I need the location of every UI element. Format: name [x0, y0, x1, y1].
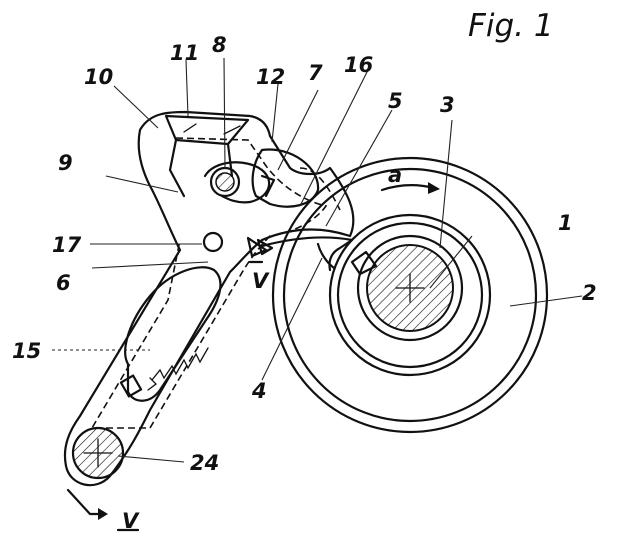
section-marker-top	[246, 236, 268, 264]
label-2: 2	[582, 281, 597, 305]
label-1: 1	[558, 211, 573, 235]
leader-lines	[52, 57, 583, 463]
label-16: 16	[344, 53, 373, 77]
figure-title: Fig. 1	[468, 8, 554, 44]
label-12: 12	[256, 65, 285, 89]
section-marker-bottom	[66, 488, 108, 520]
label-6: 6	[56, 271, 71, 295]
hub-3	[350, 234, 464, 342]
label-8: 8	[212, 33, 227, 57]
wheel-2	[271, 156, 549, 434]
label-10: 10	[84, 65, 113, 89]
section-label-bottom: V	[122, 509, 140, 533]
label-24: 24	[190, 451, 219, 475]
bolt-8	[203, 161, 271, 204]
axle-24	[71, 426, 125, 480]
label-5: 5	[388, 89, 403, 113]
label-4: 4	[251, 379, 267, 403]
rotation-arrow	[380, 182, 440, 194]
pawl-hook	[256, 236, 354, 272]
spring-slot-15	[119, 266, 222, 402]
pin-17	[202, 231, 224, 253]
rotation-label: a	[388, 163, 402, 187]
label-15: 15	[12, 339, 41, 363]
label-11: 11	[170, 41, 199, 65]
label-17: 17	[52, 233, 82, 257]
label-7: 7	[308, 61, 323, 85]
shaft-1	[366, 244, 454, 332]
label-9: 9	[58, 151, 73, 175]
inner-dashed-outline	[90, 137, 341, 429]
housing-block-11	[164, 114, 250, 198]
cam-7	[251, 148, 320, 208]
lever-arm	[63, 110, 355, 487]
label-3: 3	[440, 93, 455, 117]
section-label-top: V	[252, 269, 270, 293]
